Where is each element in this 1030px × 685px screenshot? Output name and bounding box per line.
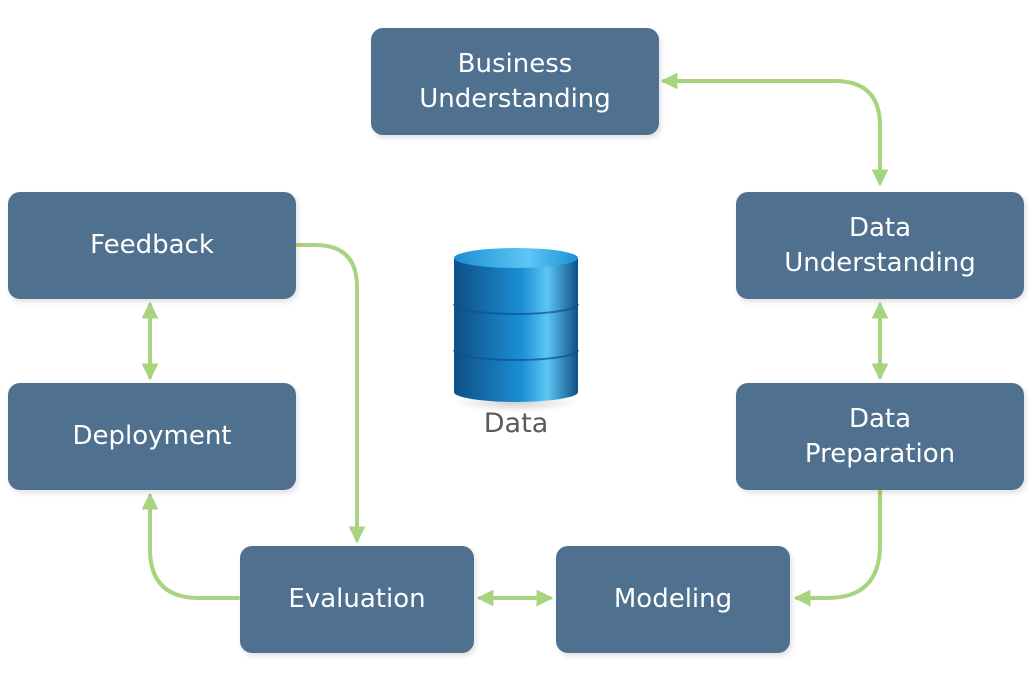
arrow-evaluation-to-deployment [141, 492, 240, 600]
data-understanding-box: Data Understanding [736, 192, 1024, 299]
evaluation-box: Evaluation [240, 546, 474, 653]
data-preparation-box: Data Preparation [736, 383, 1024, 490]
database-icon [453, 248, 579, 412]
arrow-feedback-to-evaluation [296, 243, 366, 544]
feedback-box: Feedback [8, 192, 296, 299]
deployment-box: Deployment [8, 383, 296, 490]
arrow-business-to-data-understanding [660, 72, 889, 187]
business-understanding-box: Business Understanding [371, 28, 659, 135]
arrow-data-preparation-to-modeling [793, 490, 882, 607]
data-label: Data [483, 408, 549, 439]
modeling-box: Modeling [556, 546, 790, 653]
